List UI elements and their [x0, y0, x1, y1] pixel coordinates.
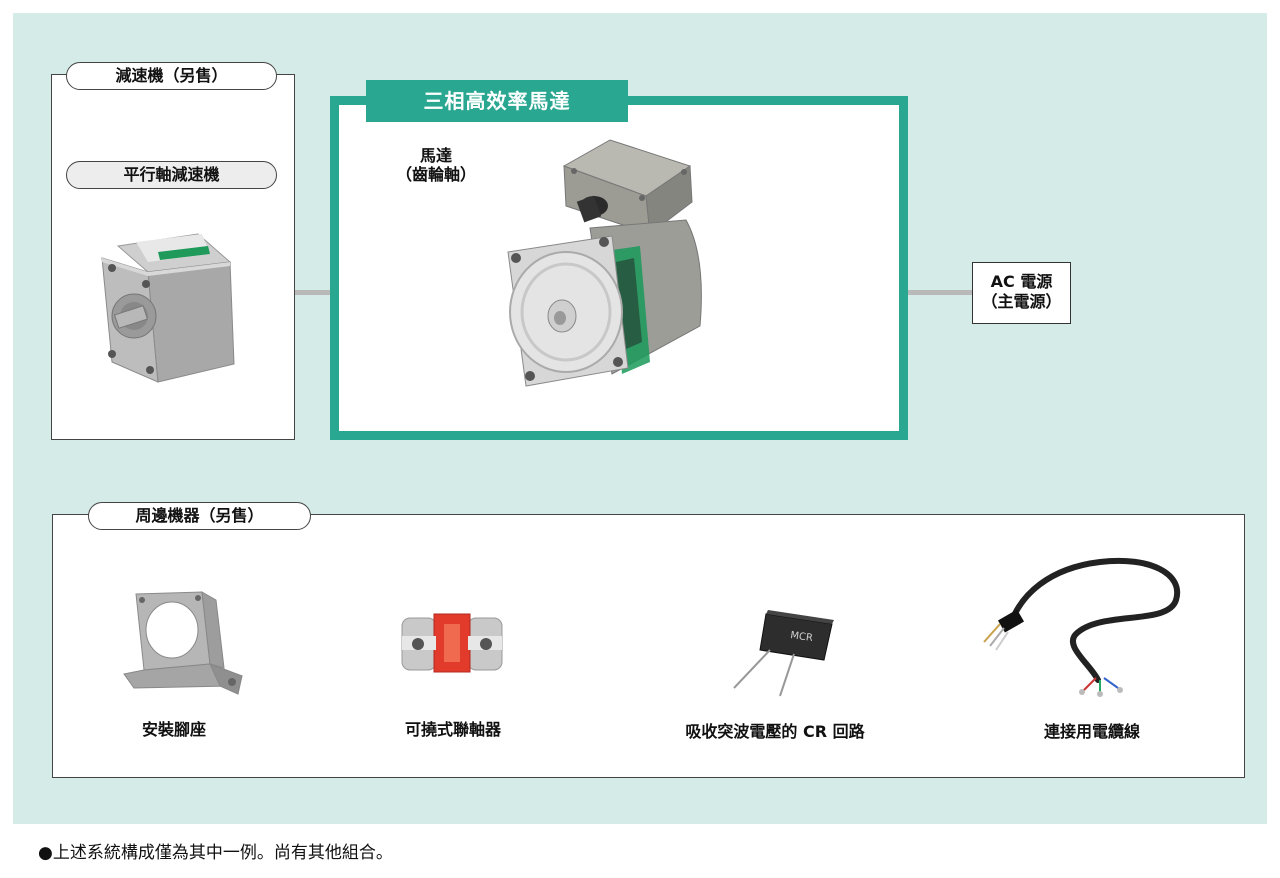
peripheral-label-bracket: 安裝腳座: [141, 720, 206, 739]
mounting-bracket-image: [123, 591, 243, 695]
motor-image: [507, 139, 702, 387]
flexible-coupling-image: [401, 613, 503, 673]
motor-label-line1: 馬達: [419, 146, 452, 165]
reducer-subtitle: 平行軸減速機: [66, 161, 277, 189]
footnote: ●上述系統構成僅為其中一例。尚有其他組合。: [38, 843, 393, 863]
svg-text:MCR: MCR: [790, 630, 814, 644]
peripherals-group-title: 周邊機器（另售）: [88, 502, 311, 530]
peripheral-label-cr: 吸收突波電壓的 CR 回路: [685, 722, 865, 741]
motor-label-line2: （齒輪軸）: [395, 165, 476, 184]
reducer-group-title: 減速機（另售）: [66, 62, 277, 90]
motor-group-title: 三相高效率馬達: [366, 80, 628, 122]
ac-power-line2: （主電源）: [981, 292, 1062, 311]
ac-power-line1: AC 電源: [990, 272, 1053, 291]
connection-cable-image: [983, 557, 1181, 697]
peripheral-label-cable: 連接用電纜線: [1043, 722, 1140, 741]
gearbox-image: [101, 233, 235, 383]
cr-circuit-image: MCR: [733, 610, 834, 697]
motor-label: 馬達 （齒輪軸）: [386, 146, 486, 184]
peripherals-panel: [52, 514, 1245, 778]
ac-power-box: AC 電源 （主電源）: [972, 262, 1071, 324]
peripheral-label-coupling: 可撓式聯軸器: [404, 720, 501, 739]
